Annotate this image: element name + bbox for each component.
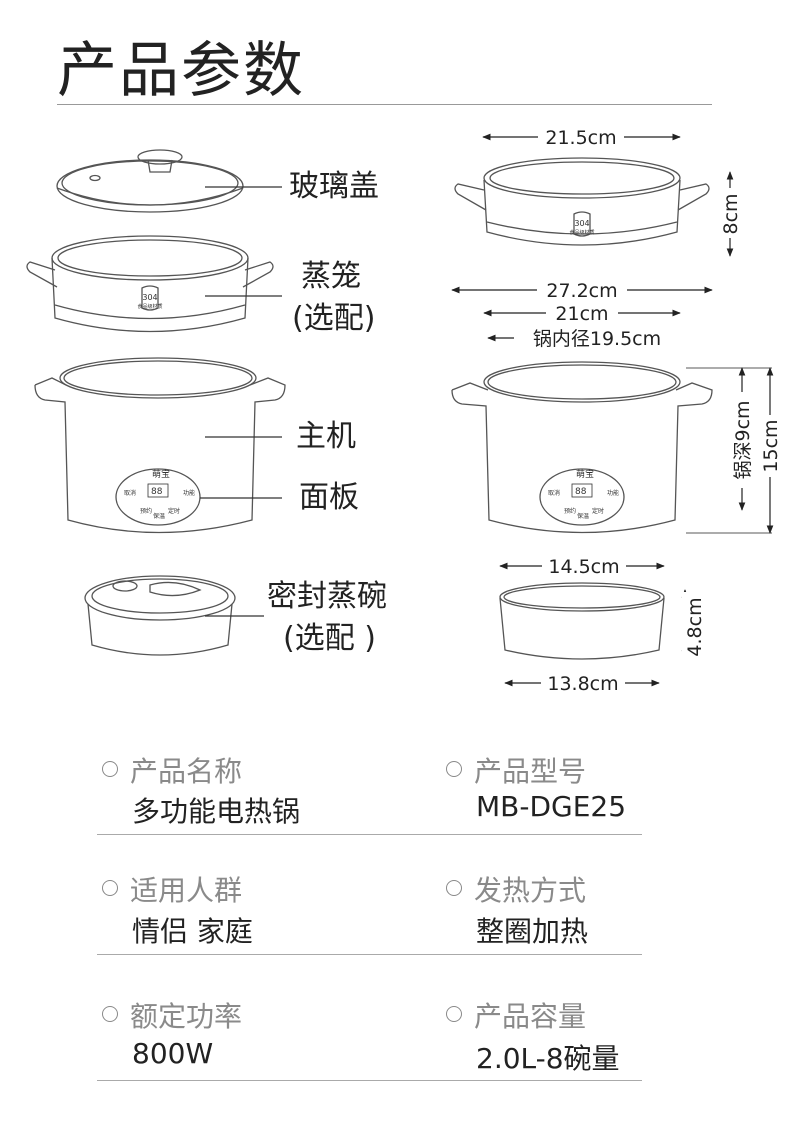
dim-pot-outer: 27.2cm xyxy=(546,280,617,302)
spec-divider xyxy=(97,1080,642,1081)
spec-divider xyxy=(97,954,642,955)
dim-pot-inner: 锅内径19.5cm xyxy=(533,328,661,350)
label-glass-lid: 玻璃盖 xyxy=(289,169,379,204)
dim-pot-depth: 锅深9cm xyxy=(732,400,754,479)
dim-bowl-top: 14.5cm xyxy=(548,556,619,578)
sealed-bowl-illustration xyxy=(84,575,236,656)
spec-label-capacity: 产品容量 xyxy=(446,995,586,1035)
panel-cancel: 取消 xyxy=(124,489,136,497)
dim-bowl-height: 4.8cm xyxy=(684,597,706,656)
panel-keepwarm: 保温 xyxy=(153,512,165,520)
glass-lid-illustration xyxy=(56,149,244,213)
label-steamer: 蒸笼 xyxy=(301,259,361,294)
title-divider xyxy=(57,104,712,105)
label-steamer-optional: (选配) xyxy=(292,301,376,336)
panel-reserve: 预约 xyxy=(140,507,152,515)
bullet-circle-icon xyxy=(446,880,462,896)
spec-divider xyxy=(97,834,642,835)
spec-value-capacity: 2.0L-8碗量 xyxy=(476,1042,620,1075)
bullet-circle-icon xyxy=(102,880,118,896)
panel-display-right: 88 xyxy=(575,487,587,497)
steamer-illustration xyxy=(26,235,274,333)
spec-label-audience: 适用人群 xyxy=(102,869,242,909)
badge-304: 304 xyxy=(142,293,157,302)
badge-304-right: 304 xyxy=(574,219,589,228)
panel-function: 功能 xyxy=(183,489,195,497)
spec-value-audience: 情侣 家庭 xyxy=(132,915,253,948)
spec-label-power: 额定功率 xyxy=(102,995,242,1035)
steamer-side-illustration xyxy=(454,157,710,246)
page-title: 产品参数 xyxy=(57,36,305,106)
panel-reserve-right: 预约 xyxy=(564,507,576,515)
spec-value-model: MB-DGE25 xyxy=(476,790,627,823)
panel-function-right: 功能 xyxy=(607,489,619,497)
label-sealed-bowl: 密封蒸碗 xyxy=(267,579,387,614)
panel-brand-right: 萌宝 xyxy=(576,468,594,480)
panel-timer-right: 定时 xyxy=(592,507,604,515)
badge-food-grade-right: 食品级材质 xyxy=(569,229,594,236)
label-bowl-optional: (选配 ) xyxy=(283,621,376,656)
panel-brand: 萌宝 xyxy=(152,468,170,480)
label-panel: 面板 xyxy=(299,480,359,515)
bullet-circle-icon xyxy=(102,761,118,777)
main-unit-illustration xyxy=(34,357,286,534)
bullet-circle-icon xyxy=(102,1006,118,1022)
product-diagram: 21.5cm 8cm 27.2cm 21cm 锅内径19.5cm 锅深9cm 1… xyxy=(26,125,783,695)
main-unit-side-illustration xyxy=(451,361,713,534)
spec-label-heating: 发热方式 xyxy=(446,869,586,909)
panel-display: 88 xyxy=(151,487,163,497)
dim-steamer-height: 8cm xyxy=(720,193,742,234)
spec-label-product-name: 产品名称 xyxy=(102,750,242,790)
dim-steamer-width: 21.5cm xyxy=(545,127,616,149)
bullet-circle-icon xyxy=(446,1006,462,1022)
panel-cancel-right: 取消 xyxy=(548,489,560,497)
spec-value-product-name: 多功能电热锅 xyxy=(132,795,301,828)
spec-value-heating: 整圈加热 xyxy=(476,915,589,948)
panel-timer: 定时 xyxy=(168,507,180,515)
dim-bowl-bottom: 13.8cm xyxy=(547,673,618,695)
label-main-unit: 主机 xyxy=(296,419,356,454)
dim-pot-rim: 21cm xyxy=(555,303,608,325)
spec-value-power: 800W xyxy=(132,1037,214,1070)
dim-pot-height: 15cm xyxy=(760,419,782,472)
bullet-circle-icon xyxy=(446,761,462,777)
spec-label-model: 产品型号 xyxy=(446,750,586,790)
bowl-side-illustration xyxy=(499,582,665,660)
badge-food-grade: 食品级材质 xyxy=(137,303,162,310)
panel-keepwarm-right: 保温 xyxy=(577,512,589,520)
